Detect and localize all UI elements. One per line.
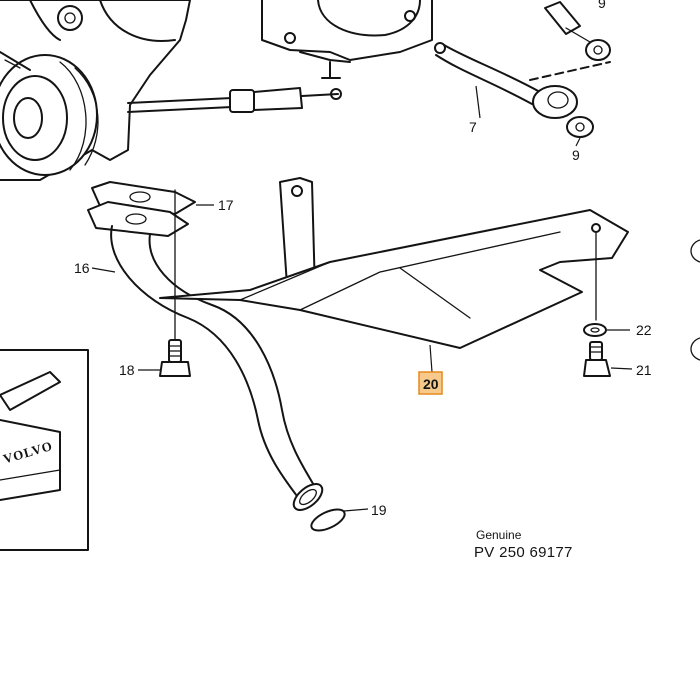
callout-9: 9: [572, 147, 580, 163]
callout-22: 22: [636, 322, 652, 338]
manifold-block: [261, 0, 433, 79]
fuel-line-assembly: [434, 1, 611, 138]
callout-16: 16: [74, 260, 90, 276]
callout-20-highlight: [418, 371, 443, 395]
leader-lines: [91, 85, 633, 512]
flange-gaskets: [87, 181, 196, 237]
genuine-label: Genuine: [476, 528, 522, 542]
callout-21: 21: [636, 362, 652, 378]
callout-17: 17: [218, 197, 234, 213]
callout-7: 7: [469, 119, 477, 135]
part-number: PV 250 69177: [474, 544, 573, 561]
heat-pipe: [110, 225, 346, 532]
washer-bolt-set: [583, 231, 611, 377]
callout-numbers: 9 7 9 17 16 18 19 22 21 20: [74, 0, 652, 518]
callout-9-top: 9: [598, 0, 606, 11]
callout-18: 18: [119, 362, 135, 378]
callout-19: 19: [371, 502, 387, 518]
inset-photo: VOLVO: [0, 349, 89, 551]
throttle-rod: [127, 87, 342, 113]
heat-shield-bracket: [159, 177, 629, 349]
stud-bolt: [159, 189, 191, 377]
edge-marks: [690, 239, 700, 361]
engine-pulley-assembly: [0, 0, 191, 181]
callout-20: 20: [423, 376, 439, 392]
